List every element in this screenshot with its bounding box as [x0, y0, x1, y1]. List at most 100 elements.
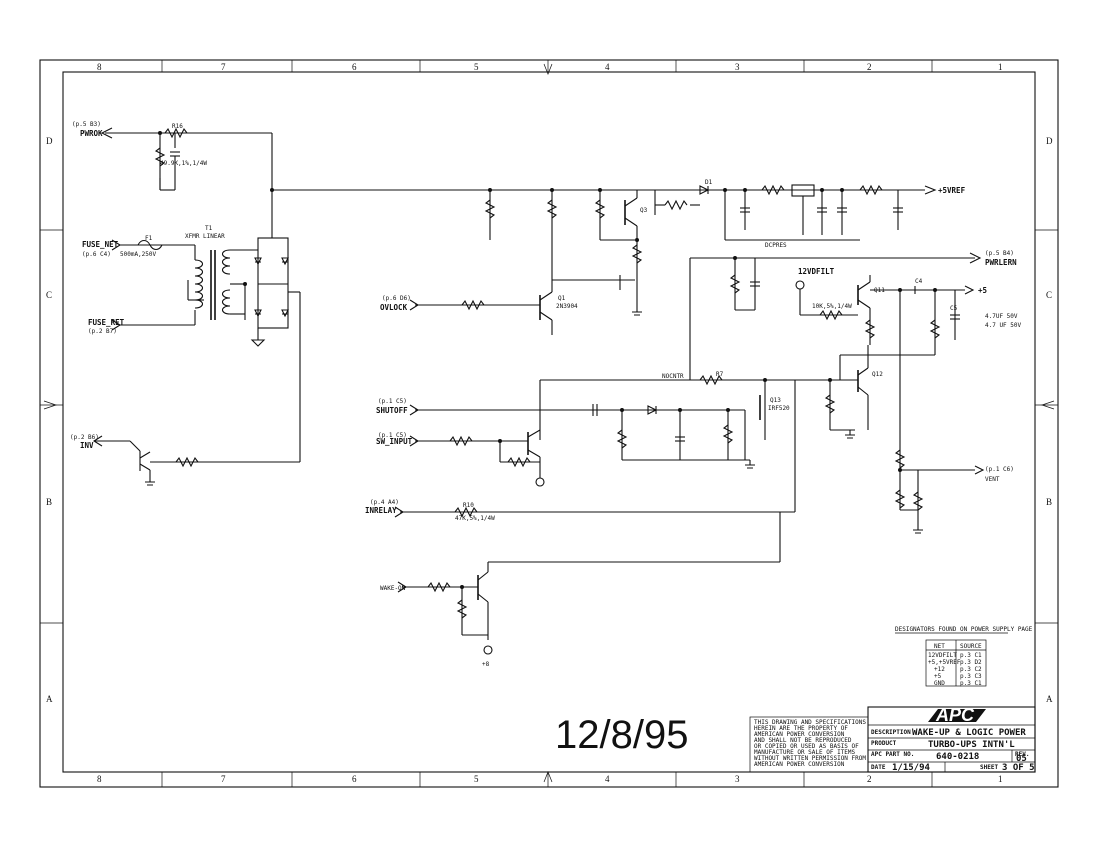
zone-bottom-5: 5 [474, 774, 479, 784]
q12-designator: Q12 [872, 371, 883, 378]
ovlock-arrow [409, 299, 420, 311]
notice-line: AND SHALL NOT BE REPRODUCED [754, 737, 852, 744]
rev-value: 05 [1016, 754, 1027, 764]
supply-table-header-net: NET [934, 643, 945, 650]
svg-text:APC: APC [935, 705, 975, 725]
notice-line: OR COPIED OR USED AS BASIS OF [754, 743, 859, 750]
sheet-frame [39, 59, 1059, 788]
part-no-label: APC PART NO. [871, 751, 914, 758]
zone-bottom-1: 1 [998, 774, 1003, 784]
c5-value: 4.7UF 50V [985, 313, 1018, 320]
vref-arrow [924, 185, 937, 195]
wiring [95, 127, 975, 655]
supply-table-row-net: GND [934, 680, 945, 687]
dcok-label: DCPRES [765, 242, 787, 249]
zone-left-c: C [46, 290, 52, 300]
zone-top-3: 3 [735, 62, 740, 72]
sw-input-arrow [409, 435, 420, 447]
supply-table-row-source: p.3 D2 [960, 659, 982, 666]
f1-designator: F1 [145, 235, 153, 242]
sheet-value: 3 OF 5 [1002, 763, 1035, 773]
supply-table-row-source: p.3 C1 [960, 680, 982, 687]
t1-designator: T1 [205, 225, 213, 232]
zone-top-5: 5 [474, 62, 479, 72]
fuse-net-ref: (p.6 C4) [82, 251, 111, 258]
offpage-connectors [92, 127, 985, 593]
notice-line: THIS DRAWING AND SPECIFICATIONS [754, 719, 866, 726]
pwrok-label: PWROK [80, 129, 103, 138]
pwrlern-ref: (p.5 B4) [985, 250, 1014, 257]
supply-table-row-net: 12VDFILT [928, 652, 957, 659]
zone-left-d: D [46, 136, 53, 146]
supply-table-header-source: SOURCE [960, 643, 982, 650]
q3-designator: Q3 [640, 207, 648, 214]
zone-bottom-3: 3 [735, 774, 740, 784]
junctions [158, 131, 937, 589]
net-labels: (p.5 B3) PWROK +5VREF (p.5 B4) PWRLERN F… [70, 121, 1017, 668]
vref-label: +5VREF [938, 186, 966, 195]
inrelay-label: INRELAY [365, 506, 397, 515]
sw-input-label: SW_INPUT [376, 437, 413, 446]
zone-bottom-2: 2 [867, 774, 872, 784]
q11-designator: Q11 [874, 287, 885, 294]
inv-ref: (p.2 B6) [70, 434, 99, 441]
apc-logo: APC [928, 705, 986, 725]
supply-table-row-source: p.3 C2 [960, 666, 982, 673]
notice-line: WITHOUT WRITTEN PERMISSION FROM [754, 755, 866, 762]
notice-line: AMERICAN POWER CONVERSION [754, 731, 845, 738]
t1-desc: XFMR LINEAR [185, 233, 225, 240]
plus5-label: +5 [978, 286, 987, 295]
fuse-ret-ref: (p.2 B7) [88, 328, 117, 335]
zone-labels-bottom: 8 7 6 5 4 3 2 1 [97, 774, 1003, 784]
q1-designator: Q1 [558, 295, 566, 302]
d1-designator: D1 [705, 179, 713, 186]
zone-right-d: D [1046, 136, 1053, 146]
date-value: 1/15/94 [892, 763, 931, 773]
notice-line: HEREIN ARE THE PROPERTY OF [754, 725, 848, 732]
fuse-ret-arrow [111, 319, 122, 331]
zone-right-b: B [1046, 497, 1052, 507]
sheet-label: SHEET [980, 764, 998, 771]
pwrlern-arrow [969, 252, 982, 264]
supply-table-row-net: +5,+5VREF [928, 659, 961, 666]
nocn-label: NOCNTR [662, 373, 684, 380]
ovlock-ref: (p.6 D6) [382, 295, 411, 302]
zone-left-b: B [46, 497, 52, 507]
product-value: TURBO-UPS INTN'L [928, 740, 1015, 750]
supply-table-row-source: p.3 C3 [960, 673, 982, 680]
zone-top-4: 4 [605, 62, 610, 72]
fuse-net-label: FUSE_NET [82, 240, 119, 249]
supply-designator-table: DESIGNATORS FOUND ON POWER SUPPLY PAGE N… [895, 626, 1033, 687]
fuse-ret-label: FUSE_RET [88, 318, 125, 327]
part-no-value: 640-0218 [936, 752, 979, 762]
plus5-arrow [964, 285, 975, 295]
zone-bottom-7: 7 [221, 774, 226, 784]
supply-table-title: DESIGNATORS FOUND ON POWER SUPPLY PAGE [895, 626, 1033, 633]
plus8-label: +8 [482, 661, 490, 668]
dcfilt-label: 12VDFILT [798, 267, 835, 276]
inv-arrow [92, 435, 103, 447]
product-label: PRODUCT [871, 740, 897, 747]
title-block: APC DESCRIPTION WAKE-UP & LOGIC POWER PR… [867, 705, 1036, 773]
pwrok-ref: (p.5 B3) [72, 121, 101, 128]
rev-label: REV. [1015, 751, 1029, 758]
description-value: WAKE-UP & LOGIC POWER [912, 728, 1026, 738]
zone-right-a: A [1046, 694, 1053, 704]
r7-designator: R7 [716, 371, 724, 378]
zone-top-7: 7 [221, 62, 226, 72]
zone-labels-top: 8 7 6 5 4 3 2 1 [97, 62, 1003, 72]
q13-designator: Q13 [770, 397, 781, 404]
cap-note: 4.7 UF 50V [985, 322, 1022, 329]
c4-designator: C4 [915, 278, 923, 285]
zone-bottom-8: 8 [97, 774, 102, 784]
zone-left-a: A [46, 694, 53, 704]
zone-top-8: 8 [97, 62, 102, 72]
wake-on-label: WAKE-ON [380, 585, 406, 592]
zone-top-2: 2 [867, 62, 872, 72]
zone-top-6: 6 [352, 62, 357, 72]
notice-line: MANUFACTURE OR SALE OF ITEMS [754, 749, 856, 756]
notice-line: AMERICAN POWER CONVERSION [754, 761, 845, 768]
pwrlern-label: PWRLERN [985, 258, 1017, 267]
inrelay-arrow [394, 506, 405, 518]
